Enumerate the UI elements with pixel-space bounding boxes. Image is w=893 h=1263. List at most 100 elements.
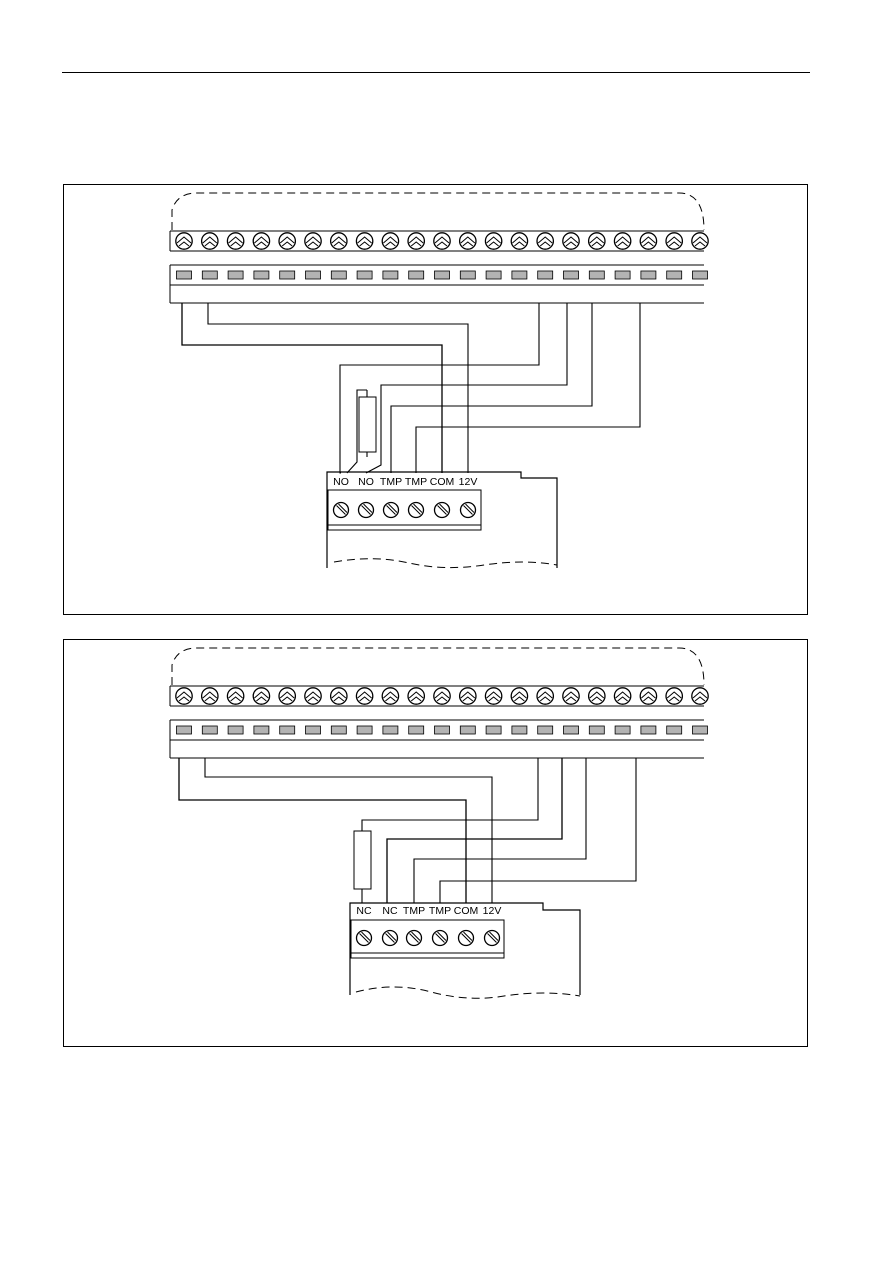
panel-led-indicator <box>434 725 450 735</box>
panel-led-indicator <box>459 270 476 280</box>
screw-slot-icon <box>202 691 218 702</box>
panel-screw-terminal <box>536 232 555 250</box>
screw-slot-icon <box>383 691 398 702</box>
wire-tmp-2 <box>415 303 641 473</box>
wire-12v <box>204 758 493 903</box>
screw-slot-icon <box>487 931 499 943</box>
panel-led-indicator <box>330 725 347 735</box>
screw-slot-icon <box>666 236 682 247</box>
panel-led-indicator <box>563 725 579 735</box>
screw-slot-icon <box>408 236 424 247</box>
led-strip <box>169 264 704 304</box>
panel-screw-terminal <box>278 232 297 250</box>
panel-screw-terminal <box>510 232 529 250</box>
module-terminal-block-rails <box>351 919 504 954</box>
panel-led-indicator <box>305 725 321 735</box>
panel-led-indicator <box>279 270 296 280</box>
panel-screw-terminal <box>536 687 555 705</box>
screw-slot-icon <box>512 236 527 247</box>
panel-screw-terminal <box>407 232 426 250</box>
screw-slot-icon <box>512 691 527 702</box>
screw-slot-icon <box>641 691 656 702</box>
panel-screw-terminal <box>252 687 271 705</box>
panel-led-indicator <box>537 725 554 735</box>
screw-slot-icon <box>486 691 501 702</box>
panel-led-indicator <box>227 725 244 735</box>
screw-slot-icon <box>176 691 192 702</box>
panel-screw-terminal <box>639 232 658 250</box>
panel-screw-terminal <box>355 687 374 705</box>
panel-led-indicator <box>434 270 450 280</box>
screw-slot-icon <box>615 691 630 702</box>
panel-screw-terminal <box>200 232 219 250</box>
terminal-label-tmp: TMP <box>429 905 451 917</box>
panel-led-indicator <box>330 270 347 280</box>
screw-slot-icon <box>336 503 348 515</box>
panel-led-indicator <box>305 270 321 280</box>
panel-screw-terminal <box>613 687 632 705</box>
module-housing <box>349 902 581 995</box>
wire-no-1 <box>339 303 540 474</box>
panel-led-indicator <box>176 270 192 280</box>
wire-com <box>178 758 467 903</box>
panel-screw-terminal <box>665 232 684 250</box>
terminal-label-com: COM <box>454 905 479 917</box>
screw-slot-icon <box>331 236 347 247</box>
wire-no-2 <box>365 303 568 474</box>
panel-screw-terminal <box>407 687 426 705</box>
panel-led-indicator <box>537 270 554 280</box>
screw-slot-icon <box>589 691 605 702</box>
module-terminal-block <box>350 919 505 959</box>
screw-slot-icon <box>279 236 295 247</box>
screw-slot-icon <box>386 503 398 515</box>
panel-screw-terminal <box>304 687 322 705</box>
screw-slot-icon <box>279 691 295 702</box>
panel-led-indicator <box>356 270 373 280</box>
screw-slot-icon <box>463 503 475 515</box>
panel-led-indicator <box>485 270 502 280</box>
screw-slot-icon <box>409 931 421 943</box>
screw-slot-icon <box>305 236 321 247</box>
screw-slot-icon <box>383 236 398 247</box>
panel-screw-terminal <box>175 232 193 250</box>
screw-slot-icon <box>641 236 656 247</box>
screw-slot-icon <box>563 691 579 702</box>
panel-screw-terminal <box>200 687 219 705</box>
screw-slot-icon <box>228 691 243 702</box>
screw-slot-icon <box>254 236 269 247</box>
header-rule <box>62 72 810 73</box>
panel-led-indicator <box>588 270 605 280</box>
module-terminal-block <box>327 489 482 531</box>
screw-slot-icon <box>589 236 605 247</box>
terminal-strip <box>169 230 704 252</box>
panel-screw-terminal <box>458 687 477 705</box>
module-housing-cutline <box>333 558 558 569</box>
screw-slot-icon <box>331 691 347 702</box>
panel-screw-terminal <box>433 687 451 705</box>
panel-led-indicator <box>408 270 425 280</box>
screw-slot-icon <box>305 691 321 702</box>
screw-slot-icon <box>359 931 371 943</box>
resistor-leads <box>346 389 368 474</box>
terminal-label-nc: NC <box>356 905 372 917</box>
screw-slot-icon <box>254 691 269 702</box>
panel-screw-terminal <box>613 232 632 250</box>
panel-screw-terminal <box>329 232 348 250</box>
panel-led-indicator <box>563 270 579 280</box>
screw-slot-icon <box>228 236 243 247</box>
terminal-label-12v: 12V <box>459 476 478 488</box>
screw-slot-icon <box>411 503 423 515</box>
panel-screw-terminal <box>252 232 271 250</box>
screw-slot-icon <box>385 931 397 943</box>
panel-screw-terminal <box>562 232 580 250</box>
terminal-label-tmp: TMP <box>380 476 402 488</box>
screw-slot-icon <box>537 236 553 247</box>
panel-screw-terminal <box>381 687 400 705</box>
panel-screw-terminal <box>458 232 477 250</box>
panel-screw-terminal <box>562 687 580 705</box>
panel-screw-terminal <box>226 687 245 705</box>
